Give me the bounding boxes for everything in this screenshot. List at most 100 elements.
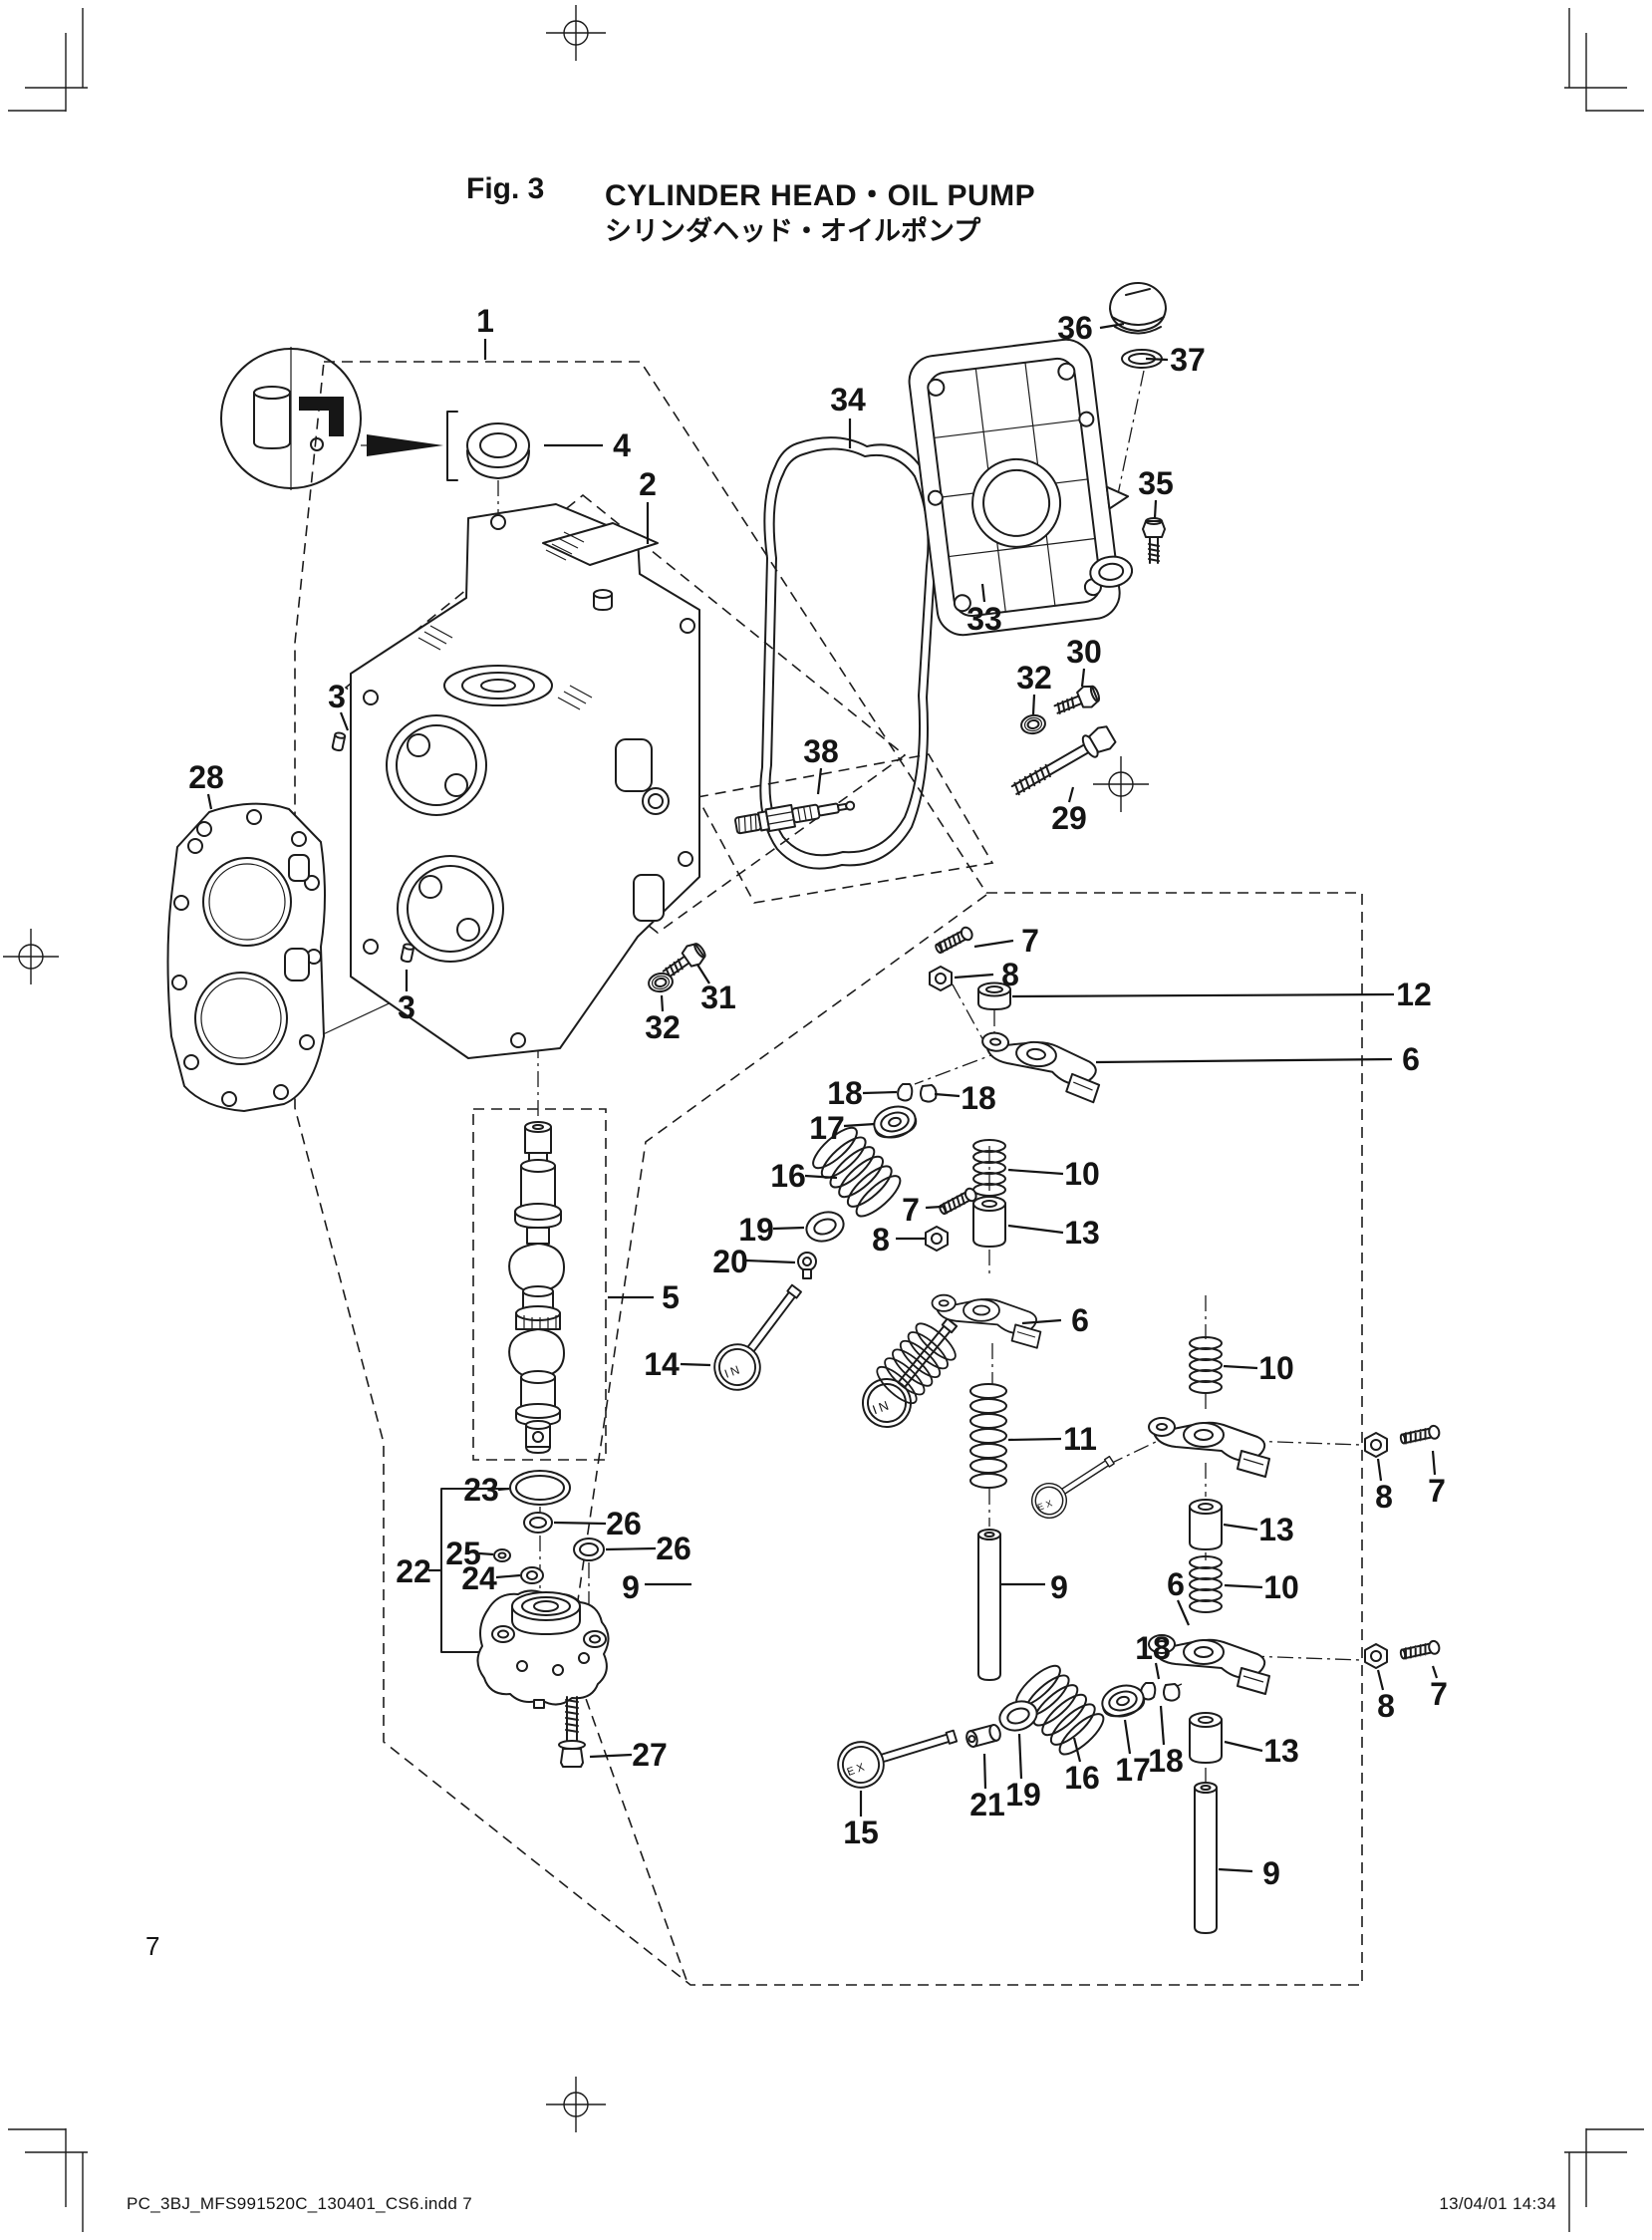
figure-title-jp: シリンダヘッド・オイルポンプ [605, 216, 981, 246]
valve-spring-11 [969, 1383, 1007, 1489]
leader-line-10 [1007, 1168, 1064, 1176]
callout-number-16: 16 [1064, 1760, 1100, 1796]
group-1-outline [294, 361, 1363, 1986]
exhaust-valve-15 [831, 1713, 964, 1795]
group-2-outline [344, 493, 907, 935]
leader-line-18 [934, 1092, 961, 1098]
leader-line-8 [954, 973, 994, 980]
nut-8 [929, 966, 953, 991]
adjusting-screw-7 [1398, 1638, 1442, 1662]
valve-train-group-1 [704, 924, 1105, 1438]
leader-line-7 [973, 939, 1014, 949]
register-mark-left [3, 929, 59, 984]
callout-number-16: 16 [770, 1158, 806, 1194]
leader-line-18 [1159, 1705, 1166, 1746]
leader-line-12 [1011, 992, 1395, 998]
cover-bolt-35 [1142, 517, 1166, 564]
washer-32-upper [1018, 712, 1048, 736]
callout-number-19: 19 [738, 1212, 774, 1248]
callout-number-21: 21 [969, 1787, 1005, 1822]
callout-number-28: 28 [188, 759, 224, 795]
leader-line-38 [816, 767, 823, 795]
adjusting-screw-7 [1398, 1423, 1442, 1447]
leader-line-8 [1376, 1669, 1385, 1691]
head-gasket-drawing [166, 802, 326, 1112]
register-mark-bottom [546, 2077, 606, 2132]
callout-number-9: 9 [622, 1569, 640, 1605]
callout-number-9: 9 [1262, 1855, 1280, 1891]
adjusting-screw-7 [933, 924, 975, 957]
callout-number-27: 27 [632, 1737, 668, 1773]
leader-line-10 [1223, 1364, 1258, 1370]
oil-pump-body [476, 1589, 610, 1709]
spring-seat-21 [965, 1724, 1001, 1748]
oil-filler-cap-drawing [1109, 282, 1167, 335]
nut-8 [925, 1226, 949, 1252]
bolt-30 [1050, 681, 1103, 721]
push-rod-tube-9 [1194, 1782, 1218, 1934]
callout-number-26: 26 [656, 1531, 691, 1566]
callout-number-6: 6 [1402, 1041, 1420, 1077]
leader-line-9 [1218, 1867, 1253, 1873]
callout-number-20: 20 [712, 1244, 748, 1279]
spark-plug-drawing [734, 800, 856, 835]
oil-pump-assembly [440, 1470, 610, 1768]
register-mark-top [546, 5, 606, 61]
callout-number-12: 12 [1396, 977, 1432, 1012]
callout-number-10: 10 [1263, 1569, 1299, 1605]
leader-line-33 [980, 583, 986, 603]
callout-number-9: 9 [1050, 1569, 1068, 1605]
callout-number-18: 18 [961, 1080, 996, 1116]
oring-24 [520, 1566, 544, 1584]
leader-line-13 [1224, 1740, 1263, 1753]
callout-number-7: 7 [1021, 923, 1039, 959]
washer-8 [1364, 1432, 1388, 1458]
leader-line-19 [772, 1226, 805, 1231]
bracket-22 [440, 1488, 507, 1653]
pivot-13 [1189, 1712, 1223, 1764]
pivot-13 [972, 1196, 1006, 1248]
seal-cross-section-icon [299, 397, 344, 436]
oil-pump-bolt-27 [558, 1696, 586, 1768]
callout-number-32: 32 [645, 1009, 681, 1045]
rocker-arm-6 [975, 1030, 1105, 1104]
direction-arrow-icon [367, 434, 443, 456]
figure-title-en: CYLINDER HEAD・OIL PUMP [605, 179, 1036, 212]
callout-number-19: 19 [1005, 1777, 1041, 1813]
leader-line-27 [589, 1753, 633, 1759]
valve-seal-19 [801, 1206, 849, 1248]
leader-line-26 [605, 1546, 657, 1551]
register-mark-right [1093, 756, 1149, 812]
rocker-spring-10 [1189, 1555, 1223, 1613]
leader-line-32 [660, 994, 665, 1012]
spring-retainer-17 [1097, 1680, 1149, 1722]
callout-number-35: 35 [1138, 465, 1174, 501]
figure-label: Fig. 3 [466, 172, 545, 205]
camshaft-drawing [508, 1121, 565, 1454]
leader-line-29 [1067, 786, 1075, 803]
callout-number-33: 33 [966, 601, 1002, 637]
washer-8 [1364, 1643, 1388, 1669]
callout-number-13: 13 [1064, 1215, 1100, 1251]
callout-number-37: 37 [1170, 342, 1206, 378]
callout-number-30: 30 [1066, 634, 1102, 670]
cylinder-head-drawing [350, 503, 700, 1059]
rocker-spring-10 [1189, 1336, 1223, 1394]
callout-number-8: 8 [1377, 1688, 1395, 1724]
leader-line-14 [680, 1362, 711, 1367]
leader-line-37 [1145, 357, 1169, 362]
page-number: 7 [145, 1931, 160, 1961]
assembly-group-outlines [294, 361, 1363, 1986]
leader-line-6 [1176, 1599, 1191, 1626]
valve-cotters-18 [1140, 1682, 1181, 1702]
leader-line-18 [862, 1090, 898, 1095]
leader-line-7 [1431, 1665, 1439, 1679]
leader-line-28 [206, 793, 213, 810]
dowel-pin [331, 730, 347, 752]
callout-number-5: 5 [662, 1279, 680, 1315]
dowel-pin [400, 942, 415, 964]
intake-valve-14 [704, 1273, 816, 1400]
callout-number-8: 8 [1001, 957, 1019, 992]
callout-number-22: 22 [396, 1553, 431, 1589]
